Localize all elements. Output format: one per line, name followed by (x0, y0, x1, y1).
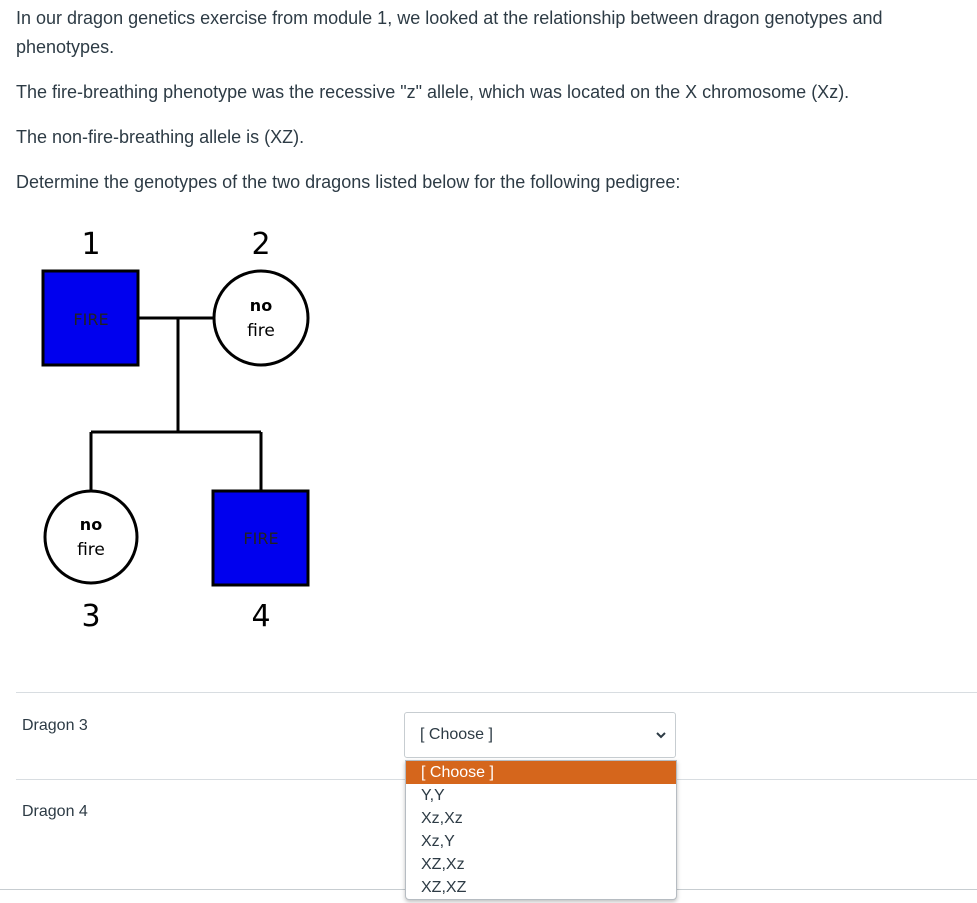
genotype-options-list[interactable]: [ Choose ] Y,Y Xz,Xz Xz,Y XZ,Xz XZ,XZ (405, 760, 677, 900)
dragon-4-label: Dragon 4 (22, 803, 88, 820)
individual-3-phenotype-line1: no (80, 515, 102, 534)
individual-4-square (211, 489, 310, 587)
question-recessive-allele: The fire-breathing phenotype was the rec… (16, 82, 850, 102)
question-intro: In our dragon genetics exercise from mod… (16, 8, 883, 57)
individual-4-number: 4 (251, 599, 270, 634)
individual-1-square (41, 269, 140, 367)
dragon-3-genotype-select[interactable]: [ Choose ] (404, 712, 676, 758)
option-xZ-xZ[interactable]: XZ,XZ (421, 879, 467, 896)
dragon-3-label: Dragon 3 (22, 717, 88, 734)
individual-2-phenotype-line2: fire (247, 321, 275, 341)
question-dominant-allele: The non-fire-breathing allele is (XZ). (16, 127, 305, 147)
chevron-down-icon (655, 728, 667, 746)
option-choose[interactable]: [ Choose ] (406, 761, 676, 784)
individual-3-circle (43, 489, 139, 585)
option-y-y[interactable]: Y,Y (421, 787, 445, 804)
option-xz-xz-recessive[interactable]: Xz,Xz (421, 810, 463, 827)
pedigree-diagram: 1 FIRE 2 no fire no fire 3 FIRE 4 (41, 227, 310, 634)
question-instruction: Determine the genotypes of the two drago… (16, 172, 681, 192)
option-xZ-xz[interactable]: XZ,Xz (421, 856, 465, 873)
answer-row-divider (16, 692, 977, 693)
individual-2-circle (212, 269, 310, 367)
option-xz-y[interactable]: Xz,Y (421, 833, 455, 850)
individual-2-number: 2 (251, 227, 270, 262)
individual-3-phenotype-line2: fire (77, 540, 105, 560)
individual-1-number: 1 (81, 227, 100, 262)
individual-4-phenotype: FIRE (243, 529, 278, 548)
individual-2-phenotype-line1: no (250, 296, 272, 315)
individual-1-phenotype: FIRE (73, 310, 108, 329)
individual-3-number: 3 (81, 599, 100, 634)
select-current-value: [ Choose ] (420, 726, 493, 743)
